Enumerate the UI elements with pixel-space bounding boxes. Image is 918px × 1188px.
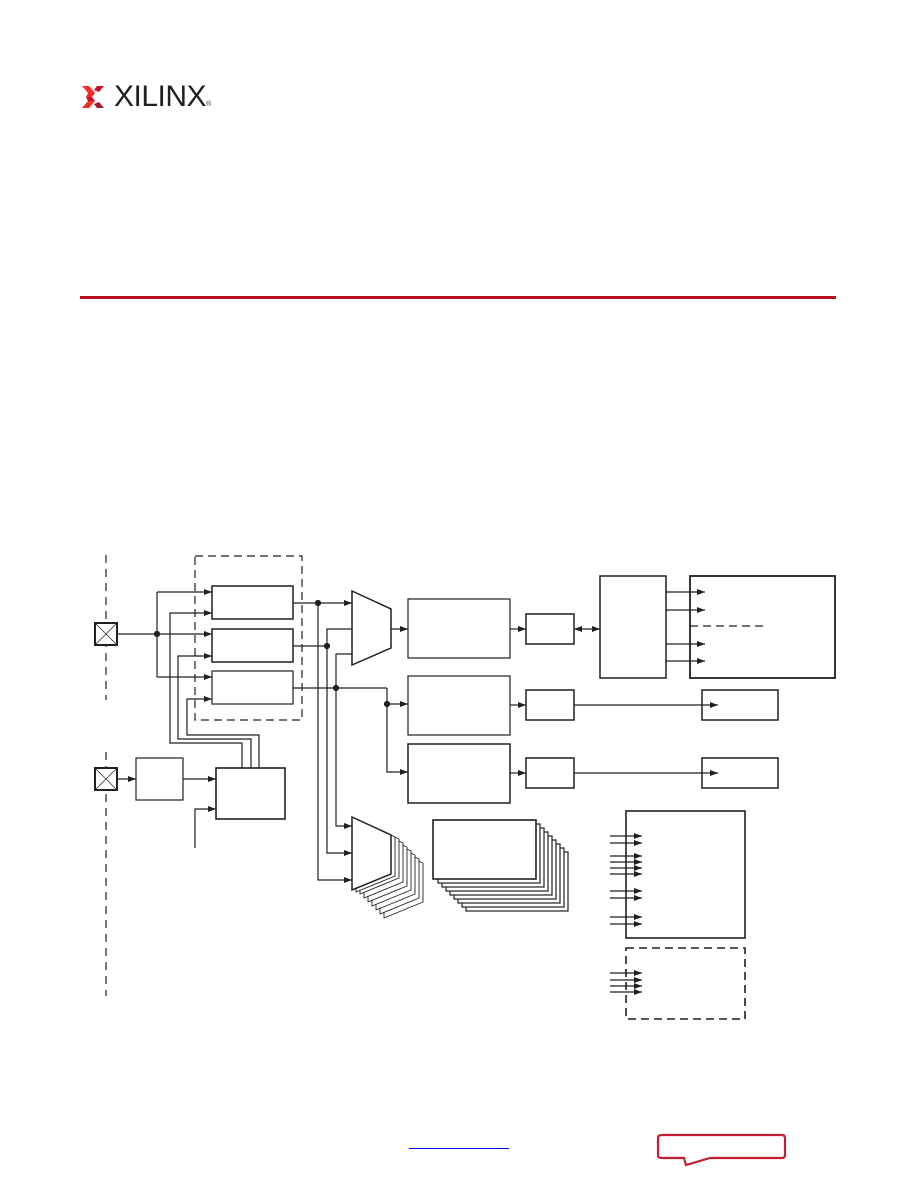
header-rule [80, 296, 836, 299]
xilinx-mark-icon [82, 86, 104, 108]
pad-2 [94, 767, 118, 791]
block-j [407, 675, 511, 736]
feedback-wires [169, 610, 260, 768]
bus-wires [293, 599, 408, 883]
registered-mark: ® [206, 101, 212, 108]
block-h [599, 575, 667, 679]
block-i [689, 575, 836, 679]
block-m [407, 743, 511, 804]
block-b [211, 628, 294, 663]
footer-link[interactable] [409, 1134, 509, 1149]
h-outputs [666, 589, 705, 664]
block-c [211, 670, 294, 705]
block-d [215, 767, 286, 820]
mux-1 [351, 589, 392, 667]
feedback-callout[interactable] [656, 1133, 787, 1167]
block-n [525, 757, 575, 789]
xilinx-logo: XILINX ® [80, 80, 211, 114]
block-p-inputs [610, 833, 642, 927]
d-extra-input [194, 806, 216, 848]
block-e [135, 757, 184, 801]
block-f [407, 598, 511, 659]
block-p [625, 810, 746, 939]
block-q-dashed [625, 947, 746, 1020]
block-g [525, 613, 575, 645]
logo-wordmark: XILINX [114, 80, 207, 113]
pad1-wires [117, 589, 212, 680]
memory-stack [432, 819, 569, 912]
input-group-dashed-box [194, 555, 303, 721]
block-l [701, 689, 779, 721]
block-a [211, 585, 294, 620]
block-q-inputs [610, 970, 642, 995]
pad-1 [94, 622, 118, 646]
mux-stack [351, 815, 424, 919]
block-k [525, 689, 575, 721]
block-o [701, 757, 779, 789]
